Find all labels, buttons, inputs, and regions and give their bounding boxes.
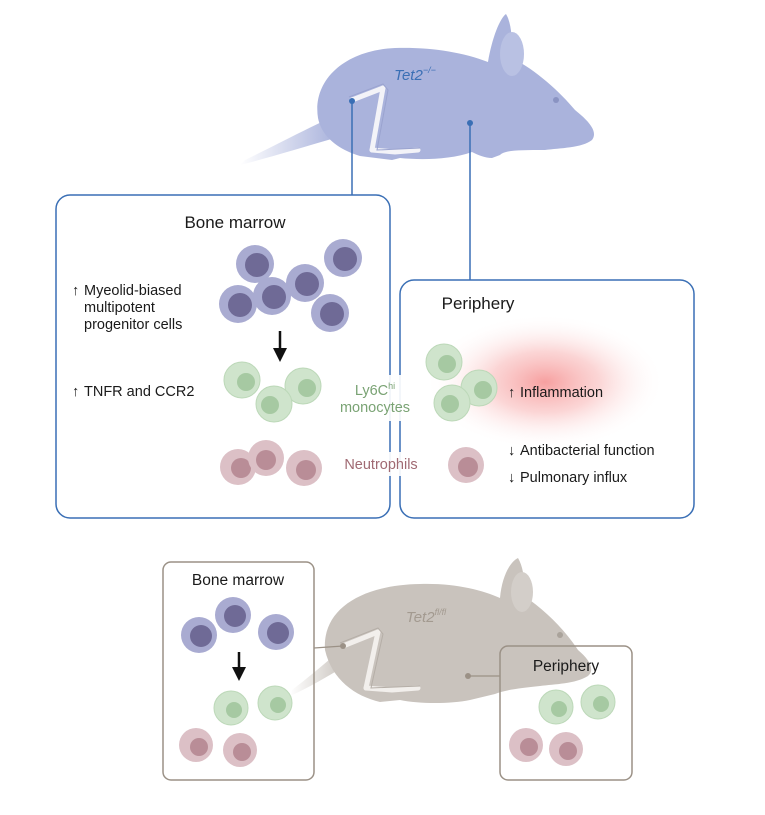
- top-progenitor-cells: [219, 239, 362, 332]
- top-periphery-title: Periphery: [442, 294, 515, 313]
- top-bone-marrow-title: Bone marrow: [184, 213, 286, 232]
- bottom-periph-monocytes: [538, 684, 616, 725]
- progenitor-cell: [311, 294, 349, 332]
- mouse-tet2-ko-eye: [553, 97, 559, 103]
- progenitor-cell: [258, 614, 294, 650]
- bottom-periphery-box: [499, 645, 633, 781]
- top-bone-marrow-box: [55, 194, 391, 519]
- neutrophil-cell: [448, 447, 484, 483]
- mouse-tet2-flox-label: Tet2fl/fl: [406, 607, 447, 626]
- monocytes-label: Ly6Chi: [355, 381, 395, 399]
- top-differentiation-arrow: [273, 331, 287, 362]
- mouse-tet2-ko-body: [317, 14, 595, 160]
- monocyte-cell: [255, 385, 293, 423]
- top-bm-monocytes: [223, 361, 322, 423]
- mouse-tet2-ko-tail: [240, 118, 335, 165]
- monocyte-cell: [460, 369, 498, 407]
- inflammation-glow: [425, 314, 665, 450]
- progenitor-cell: [253, 277, 291, 315]
- mouse-tet2-ko: Tet2−/−: [240, 14, 595, 165]
- bottom-bm-neutrophils: [179, 728, 257, 767]
- mouse-tet2-ko-label: Tet2−/−: [394, 65, 436, 84]
- mouse-tet2-flox-eye: [557, 632, 563, 638]
- bottom-periph-neutrophils: [509, 728, 583, 766]
- monocyte-label-backdrop: [323, 375, 425, 421]
- bottom-progenitor-cells: [181, 597, 294, 653]
- bottom-differentiation-arrow: [232, 652, 246, 681]
- top-bm-neutrophils: [220, 440, 322, 486]
- monocyte-cell: [284, 367, 322, 405]
- neutrophil-cell: [248, 440, 284, 476]
- monocyte-cell: [223, 361, 261, 399]
- bm-tnfr-arrow: ↑: [72, 384, 79, 400]
- bm-progenitor-line3: progenitor cells: [84, 317, 182, 333]
- mouse-tet2-ko-ear: [500, 32, 524, 76]
- mouse-tet2-ko-leg-bones: [349, 85, 421, 155]
- bottom-bone-marrow-box: [162, 561, 315, 781]
- neutrophil-label-backdrop: [337, 452, 425, 476]
- neutrophil-cell: [509, 728, 543, 762]
- neutrophil-cell: [223, 733, 257, 767]
- progenitor-cell: [215, 597, 251, 633]
- periph-pulmonary-arrow: ↓: [508, 470, 515, 486]
- neutrophils-label: Neutrophils: [344, 457, 417, 473]
- mouse-tet2-flox: Tet2fl/fl: [290, 558, 592, 703]
- monocyte-cell: [425, 343, 463, 381]
- top-connectors: [351, 101, 471, 280]
- monocytes-label-line2: monocytes: [340, 400, 410, 416]
- top-periph-monocytes: [425, 343, 498, 422]
- neutrophil-cell: [549, 732, 583, 766]
- monocyte-cell: [538, 689, 574, 725]
- bm-progenitor-line2: multipotent: [84, 300, 155, 316]
- periph-antibacterial-text: Antibacterial function: [520, 443, 655, 459]
- bottom-periphery-title: Periphery: [533, 658, 600, 675]
- monocyte-cell: [257, 685, 293, 721]
- top-periph-neutrophils: [448, 447, 484, 483]
- mouse-tet2-ko-leg-outline: [348, 83, 421, 151]
- bm-tnfr-text: TNFR and CCR2: [84, 384, 194, 400]
- progenitor-cell: [236, 245, 274, 283]
- bottom-bm-monocytes: [213, 685, 293, 726]
- periph-pulmonary-text: Pulmonary influx: [520, 470, 628, 486]
- monocyte-cell: [433, 384, 471, 422]
- progenitor-cell: [324, 239, 362, 277]
- progenitor-cell: [219, 285, 257, 323]
- progenitor-cell: [181, 617, 217, 653]
- bottom-bone-marrow-title: Bone marrow: [192, 572, 285, 589]
- progenitor-cell: [286, 264, 324, 302]
- periph-inflammation-arrow: ↑: [508, 385, 515, 401]
- mouse-tet2-flox-body: [324, 558, 592, 703]
- mouse-tet2-flox-leg-bones: [340, 629, 421, 693]
- bm-progenitor-line1: Myeolid-biased: [84, 283, 182, 299]
- neutrophil-cell: [220, 449, 256, 485]
- mouse-tet2-flox-ear: [511, 572, 533, 612]
- monocyte-cell: [580, 684, 616, 720]
- bottom-connectors: [313, 645, 500, 677]
- monocyte-cell: [213, 690, 249, 726]
- neutrophil-cell: [179, 728, 213, 762]
- mouse-tet2-flox-leg-outline: [339, 627, 421, 689]
- periph-antibacterial-arrow: ↓: [508, 443, 515, 459]
- bm-progenitor-arrow: ↑: [72, 283, 79, 299]
- neutrophil-cell: [286, 450, 322, 486]
- periph-inflammation-text: Inflammation: [520, 385, 603, 401]
